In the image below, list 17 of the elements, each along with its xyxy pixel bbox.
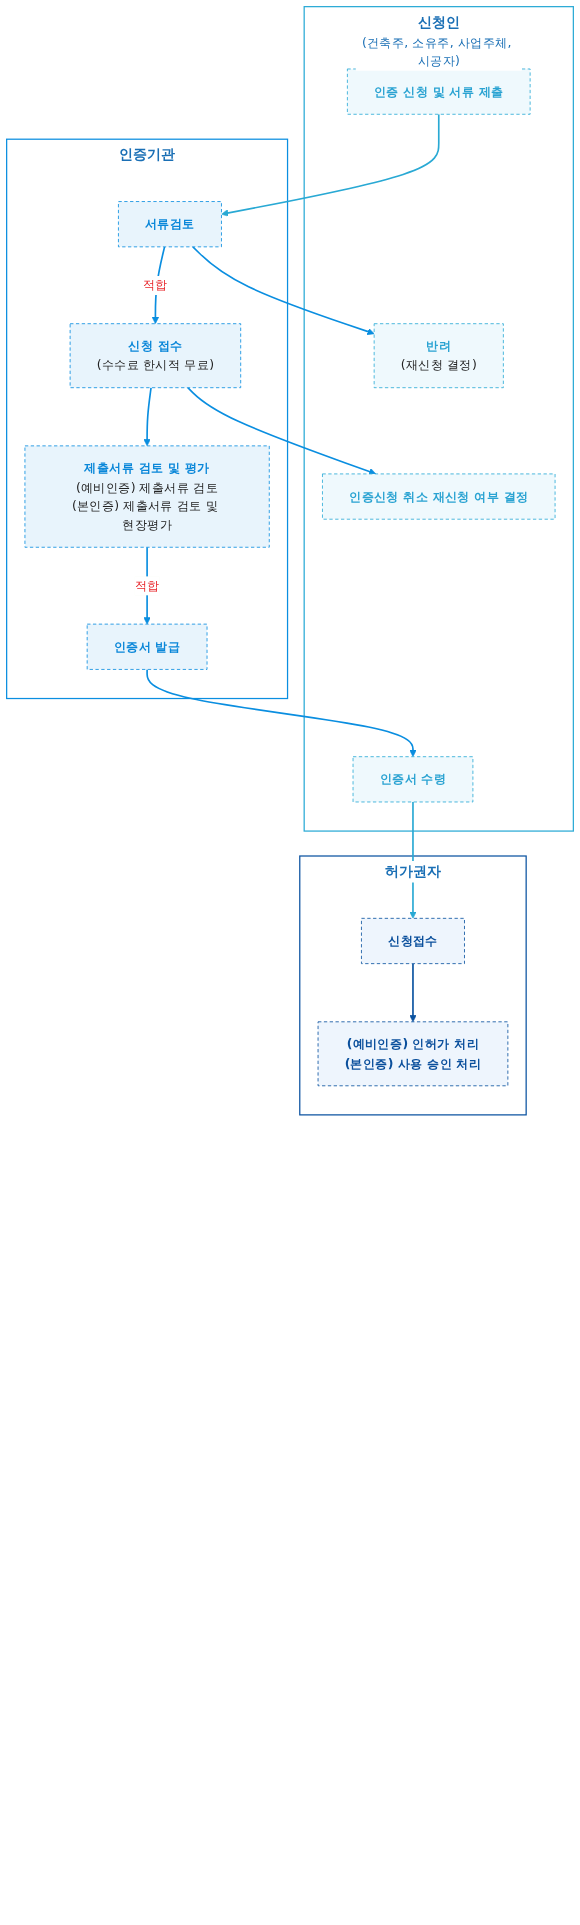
node-box: 서류검토 — [118, 201, 222, 248]
node-box: 인증서 발급 — [86, 623, 208, 670]
node-box: 인증신청 취소 재신청 여부 결정 — [322, 473, 556, 520]
node-box: 인증 신청 및 서류 제출 — [346, 68, 531, 115]
arrow — [146, 668, 417, 757]
arrow — [221, 113, 440, 217]
arrow — [143, 386, 152, 447]
arrow — [409, 962, 417, 1023]
node-box: 신청 접수 (수수료 한시적 무료) — [69, 323, 242, 389]
node-box: 인증서 수령 — [352, 756, 474, 803]
edge-label: 적합 — [134, 578, 160, 593]
edge-label: 적합 — [142, 277, 168, 293]
node-box: 제출서류 검토 및 평가 (예비인증) 제출서류 검토 (본인증) 제출서류 검토 및 현장평가 — [24, 445, 270, 548]
node-box: (예비인증) 인허가 처리 (본인증) 사용 승인 처리 — [317, 1021, 509, 1087]
arrow — [192, 246, 375, 336]
node-box: 신청접수 — [361, 917, 465, 965]
node-box: 반려 (재신청 결정) — [373, 323, 504, 389]
